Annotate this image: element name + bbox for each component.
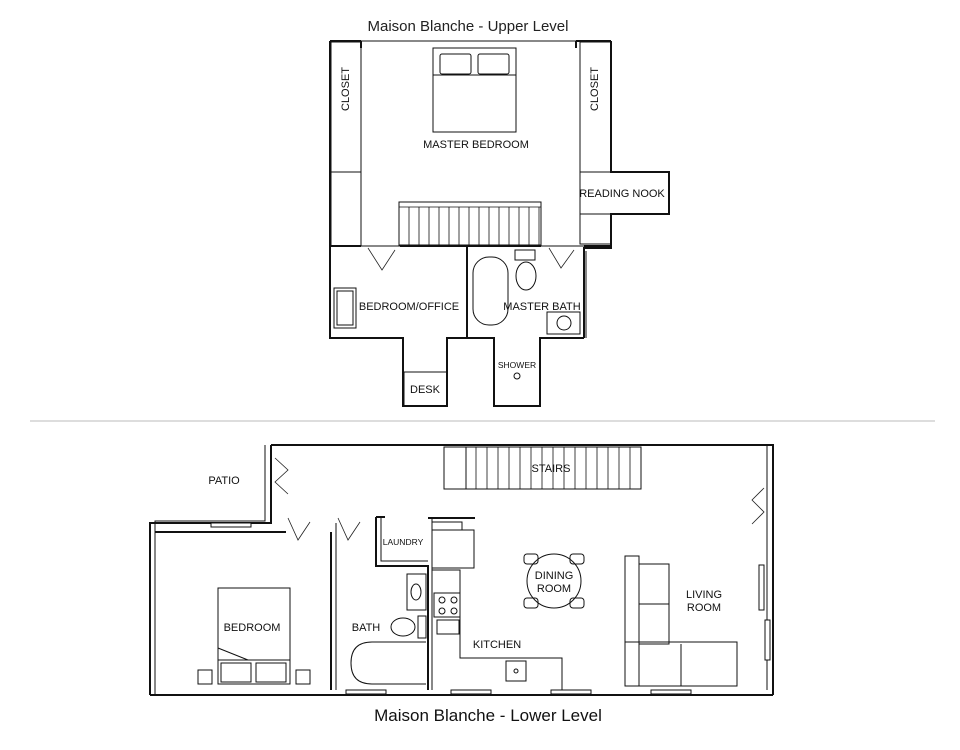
window-icons (210, 522, 771, 695)
reading-nook-label: READING NOOK (579, 188, 665, 200)
kitchen-label: KITCHEN (473, 639, 521, 651)
laundry-label: LAUNDRY (383, 537, 424, 547)
lower-level-plan: PATIO STAIRS LAUNDRY DINING ROOM LIVING … (149, 444, 774, 696)
master-bath-label: MASTER BATH (503, 301, 580, 313)
bathtub-icon (472, 256, 509, 326)
sink-icon (546, 311, 581, 335)
upper-level-title: Maison Blanche - Upper Level (368, 18, 569, 35)
upper-level-plan: CLOSET CLOSET MASTER BEDROOM READING NOO… (329, 40, 670, 407)
living-room-label-line1: LIVING (686, 589, 722, 601)
lower-tub-icon (350, 641, 426, 685)
upper-stairs-icon (398, 201, 542, 246)
lower-bed-icon (197, 587, 311, 685)
stairs-label: STAIRS (532, 463, 571, 475)
toilet-icon (514, 249, 537, 291)
closet-left-label: CLOSET (340, 67, 352, 111)
bath-label: BATH (352, 622, 381, 634)
stove-icon (433, 592, 461, 618)
desk-label: DESK (410, 384, 441, 396)
lower-toilet-icon (390, 615, 427, 639)
bedroom-label: BEDROOM (224, 622, 281, 634)
master-bed-icon (432, 47, 517, 133)
patio-label: PATIO (208, 475, 240, 487)
lower-stairs-icon (443, 446, 642, 490)
living-room-label-line2: ROOM (687, 602, 721, 614)
shower-drain-icon (513, 372, 521, 380)
sofa-icon (624, 555, 738, 687)
master-bedroom-label: MASTER BEDROOM (423, 139, 529, 151)
kitchen-sink-icon (436, 619, 527, 682)
door-swings (274, 457, 765, 541)
shower-label: SHOWER (498, 360, 536, 370)
dining-table-icon (523, 553, 585, 609)
bedroom-office-label: BEDROOM/OFFICE (359, 301, 459, 313)
dining-room-label-line2: ROOM (537, 583, 571, 595)
dining-room-label-line1: DINING (535, 570, 574, 582)
closet-right-label: CLOSET (589, 67, 601, 111)
lower-level-title: Maison Blanche - Lower Level (374, 706, 602, 725)
office-desk-icon (333, 287, 357, 329)
bath-vanity-icon (406, 573, 427, 611)
